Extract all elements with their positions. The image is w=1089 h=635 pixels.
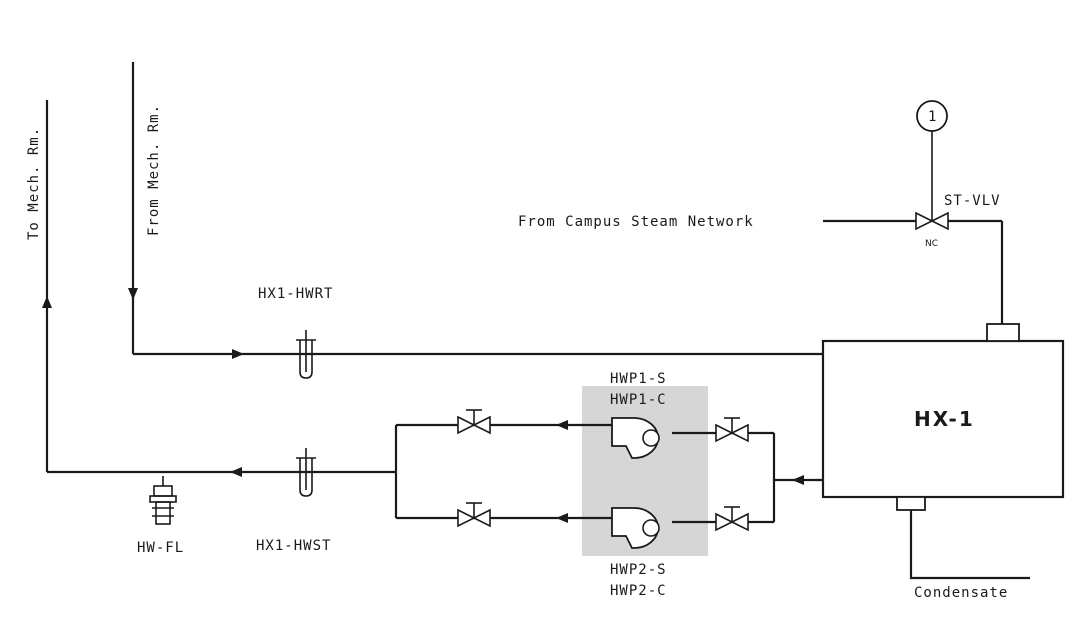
return-from-mech-line	[128, 62, 138, 354]
return-temp-sensor	[296, 330, 316, 379]
arrow-down-icon	[128, 288, 138, 300]
pump-suction-manifold	[772, 433, 823, 522]
steam-inlet-nozzle	[986, 323, 1020, 342]
valve-state-label: NC	[925, 239, 938, 249]
pump2-suction-valve	[715, 506, 749, 532]
return-main-line	[133, 349, 823, 359]
to-mech-label: To Mech. Rm.	[26, 127, 42, 240]
steam-valve-label: ST-VLV	[944, 193, 1001, 209]
from-mech-label: From Mech. Rm.	[146, 104, 162, 236]
steam-line	[823, 219, 1004, 324]
pump2-command-label: HWP2-C	[610, 583, 667, 599]
flow-meter-label: HW-FL	[137, 540, 184, 556]
pump1-suction-valve	[715, 417, 749, 443]
arrow-up-icon	[42, 296, 52, 308]
arrow-left-icon	[556, 420, 568, 430]
supply-to-mech-line	[42, 100, 52, 472]
supply-temp-sensor	[296, 448, 316, 497]
pump2-discharge-valve	[457, 502, 491, 528]
callout-bubble	[916, 100, 948, 132]
pump1-status-label: HWP1-S	[610, 371, 667, 387]
condensate-line	[909, 510, 1030, 580]
callout-number: 1	[928, 109, 937, 125]
supply-main-line	[47, 467, 396, 477]
supply-temp-sensor-label: HX1-HWST	[256, 538, 331, 554]
steam-valve[interactable]	[915, 131, 949, 231]
steam-source-label: From Campus Steam Network	[518, 214, 754, 230]
heat-exchanger-label: HX-1	[914, 407, 975, 431]
arrow-left-icon	[792, 475, 804, 485]
arrow-left-icon	[556, 513, 568, 523]
flow-meter	[149, 476, 177, 525]
pump2-status-label: HWP2-S	[610, 562, 667, 578]
pump1-icon[interactable]	[611, 417, 660, 459]
condensate-outlet-nozzle	[896, 496, 926, 511]
return-temp-sensor-label: HX1-HWRT	[258, 286, 333, 302]
arrow-left-icon	[230, 467, 242, 477]
pump2-icon[interactable]	[611, 507, 660, 549]
condensate-label: Condensate	[914, 585, 1008, 601]
arrow-right-icon	[232, 349, 244, 359]
pump1-command-label: HWP1-C	[610, 392, 667, 408]
pump1-discharge-valve	[457, 409, 491, 435]
heat-exchanger[interactable]	[821, 323, 1065, 511]
